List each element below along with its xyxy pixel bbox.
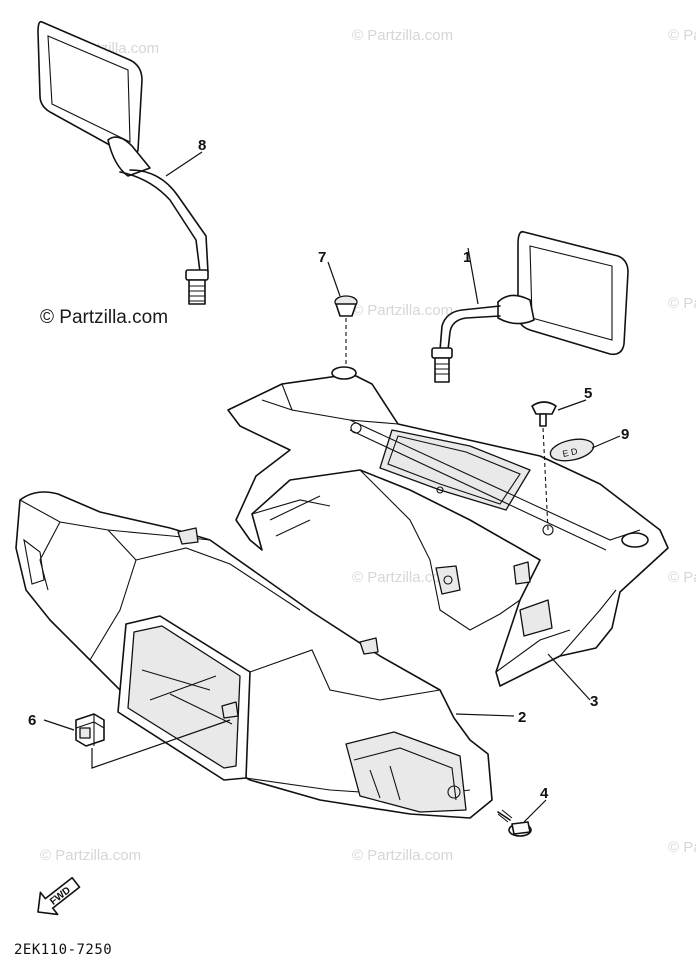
- mirror-bolt-right: [434, 357, 450, 383]
- diagram-code: 2EK110-7250: [14, 942, 113, 958]
- screw: [531, 401, 557, 531]
- watermarks: © Partzilla.com © Partzilla.com © Partzi…: [40, 27, 696, 864]
- grommet: [334, 295, 358, 372]
- callout-7: 7: [318, 249, 326, 266]
- watermark: © Partzilla.com: [40, 847, 141, 864]
- callout-1: 1: [463, 249, 471, 266]
- leader-lines: [43, 151, 621, 823]
- callout-3: 3: [590, 693, 598, 710]
- watermark: © Partzilla.com: [352, 27, 453, 44]
- headlight-cover: [15, 491, 493, 819]
- callout-9: 9: [621, 426, 629, 443]
- clip-nut: [75, 713, 231, 769]
- watermark: © Partzilla.com: [352, 847, 453, 864]
- watermark: © Partzilla.com: [352, 569, 453, 586]
- watermark: © Partzilla.com: [352, 302, 453, 319]
- copyright-label: © Partzilla.com: [40, 307, 169, 328]
- svg-text:E D: E D: [562, 446, 579, 459]
- callout-8: 8: [198, 137, 206, 154]
- emblem-plate: E D: [549, 438, 595, 462]
- mirror-right: [431, 230, 629, 383]
- mirror-left: [37, 20, 209, 305]
- callout-2: 2: [518, 709, 526, 726]
- watermark: © Partzilla.com: [668, 839, 696, 856]
- bolt-washer: [497, 809, 532, 837]
- mirror-bolt-left: [188, 279, 206, 305]
- callout-6: 6: [28, 712, 36, 729]
- callout-4: 4: [540, 785, 549, 802]
- callout-5: 5: [584, 385, 592, 402]
- fwd-arrow: FWD: [37, 876, 81, 916]
- callouts: 8 1 7 5 9 3 2 6 4: [28, 137, 629, 802]
- watermark: © Partzilla.com: [668, 27, 696, 44]
- watermark: © Partzilla.com: [668, 569, 696, 586]
- fwd-arrow-icon: [37, 876, 81, 916]
- headlight-body-inner: [227, 366, 669, 687]
- watermark: © Partzilla.com: [668, 295, 696, 312]
